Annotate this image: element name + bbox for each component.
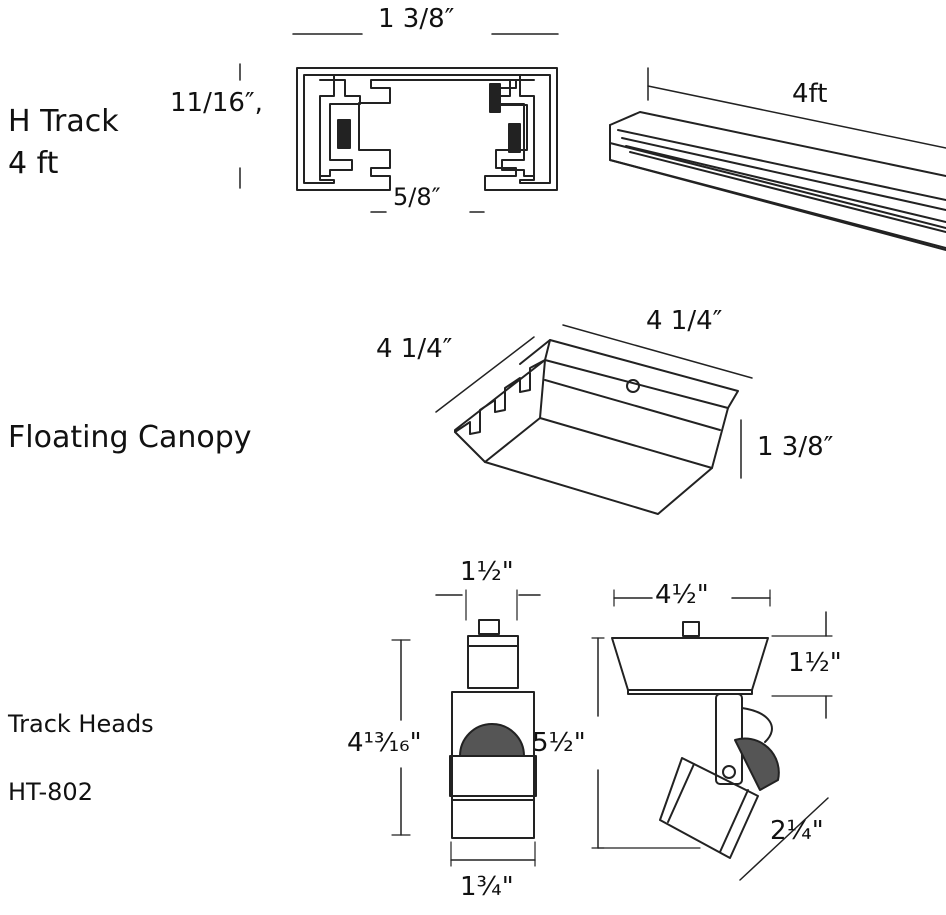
track-heads-model: HT-802 [8,778,93,806]
floating-canopy-title: Floating Canopy [8,420,252,455]
floating-canopy-drawing [435,324,753,515]
head1-height-dimension: 4¹³⁄₁₆" [347,728,422,758]
canopy-height-dimension: 1 3/8″ [757,432,834,462]
head2-lamp-width-dimension: 2¼" [770,816,824,846]
h-track-length-label: 4 ft [8,146,59,181]
head1-bottom-width-dimension: 1¾" [460,872,514,902]
track-length-dimension: 4ft [792,79,828,109]
h-track-profile [239,33,559,213]
h-track-perspective [609,67,946,251]
track-heads-title: Track Heads [8,710,154,738]
head2-top-width-dimension: 4½" [655,580,709,610]
head1-top-width-dimension: 1½" [460,557,514,587]
h-track-title: H Track [8,104,119,139]
track-slot-dimension: 5/8″ [393,183,441,211]
canopy-depth-dimension: 4 1/4″ [376,334,453,364]
canopy-width-dimension: 4 1/4″ [646,306,723,336]
head2-canopy-height-dimension: 1½" [788,648,842,678]
track-head-side-view [591,589,833,881]
track-head-front-view [391,589,541,867]
track-width-dimension: 1 3/8″ [378,4,455,34]
head2-height-dimension: 5½" [532,728,586,758]
track-height-dimension: 11/16″, [170,88,263,118]
